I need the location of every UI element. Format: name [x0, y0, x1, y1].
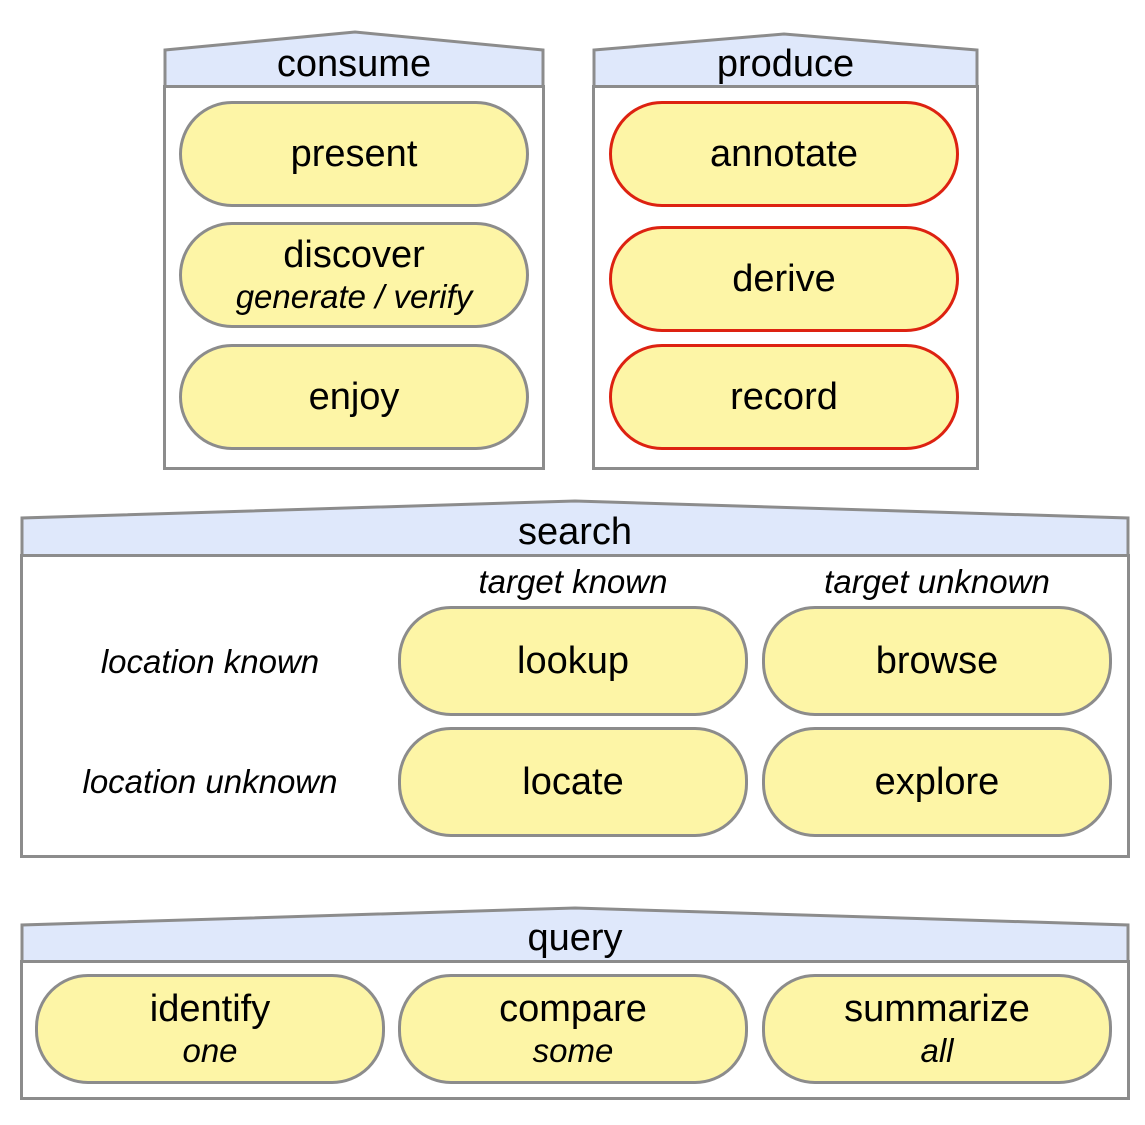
lookup-label: lookup [517, 640, 629, 682]
browse-pill: browse [762, 606, 1112, 716]
col-header-target-unknown: target unknown [824, 563, 1050, 600]
row-header-location-known: location known [100, 643, 320, 680]
present-label: present [290, 133, 418, 175]
produce-title: produce [716, 43, 855, 85]
discover-sublabel: generate / verify [235, 278, 473, 315]
locate-label: locate [522, 761, 624, 803]
summarize-label: summarize [844, 988, 1030, 1030]
record-label: record [730, 376, 838, 418]
record-pill: record [609, 344, 959, 450]
derive-pill: derive [609, 226, 959, 332]
discover-label: discover [283, 234, 425, 276]
enjoy-pill: enjoy [179, 344, 529, 450]
identify-pill: identify one [35, 974, 385, 1084]
summarize-sublabel: all [920, 1032, 954, 1069]
annotate-pill: annotate [609, 101, 959, 207]
browse-label: browse [875, 640, 999, 682]
query-title: query [527, 917, 623, 959]
identify-sublabel: one [182, 1032, 238, 1069]
annotate-label: annotate [710, 133, 858, 175]
compare-sublabel: some [532, 1032, 614, 1069]
summarize-pill: summarize all [762, 974, 1112, 1084]
locate-pill: locate [398, 727, 748, 837]
derive-label: derive [732, 258, 836, 300]
present-pill: present [179, 101, 529, 207]
explore-pill: explore [762, 727, 1112, 837]
discover-pill: discover generate / verify [179, 222, 529, 328]
search-title: search [517, 511, 633, 553]
identify-label: identify [149, 988, 271, 1030]
row-header-location-unknown: location unknown [82, 763, 338, 800]
consume-title: consume [276, 43, 432, 85]
compare-pill: compare some [398, 974, 748, 1084]
col-header-target-known: target known [478, 563, 668, 600]
enjoy-label: enjoy [308, 376, 400, 418]
compare-label: compare [499, 988, 647, 1030]
explore-label: explore [874, 761, 1000, 803]
lookup-pill: lookup [398, 606, 748, 716]
